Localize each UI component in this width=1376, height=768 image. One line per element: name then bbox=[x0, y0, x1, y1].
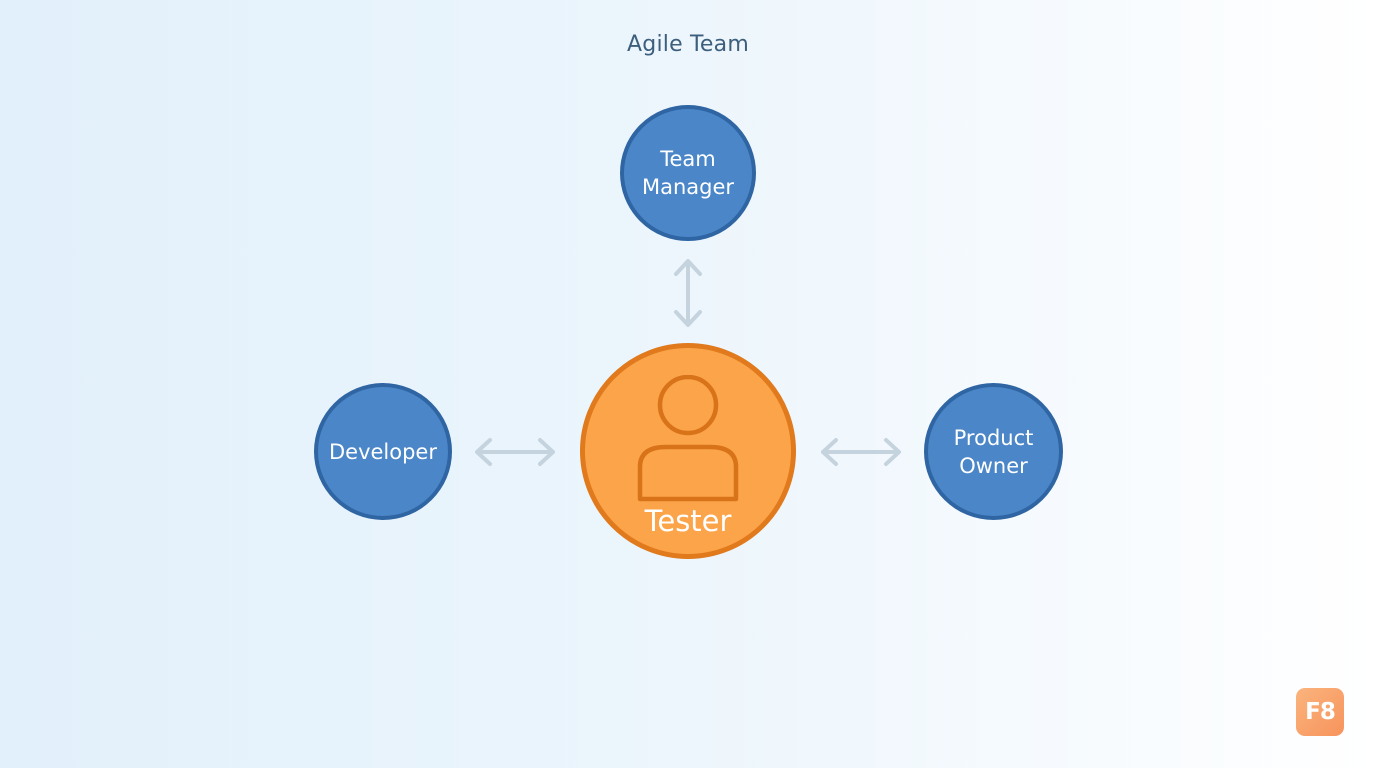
developer-node: Developer bbox=[314, 383, 452, 520]
person-icon bbox=[637, 375, 739, 502]
tester-owner-connector bbox=[821, 438, 901, 466]
tester-label: Tester bbox=[644, 504, 732, 538]
f8-logo-badge: F8 bbox=[1296, 688, 1344, 736]
team-manager-label-line-1: Team bbox=[660, 147, 716, 171]
product-owner-node: Product Owner bbox=[924, 383, 1063, 520]
developer-label: Developer bbox=[328, 439, 437, 464]
tester-node: Tester bbox=[580, 343, 796, 559]
team-manager-label-line-2: Manager bbox=[641, 175, 735, 199]
product-owner-label-line-2: Owner bbox=[959, 453, 1028, 478]
product-owner-label-line-1: Product bbox=[953, 425, 1034, 450]
diagram-title: Agile Team bbox=[627, 32, 749, 57]
team-manager-node: Team Manager bbox=[620, 105, 756, 241]
manager-tester-connector bbox=[674, 259, 702, 327]
developer-tester-connector bbox=[475, 438, 555, 466]
